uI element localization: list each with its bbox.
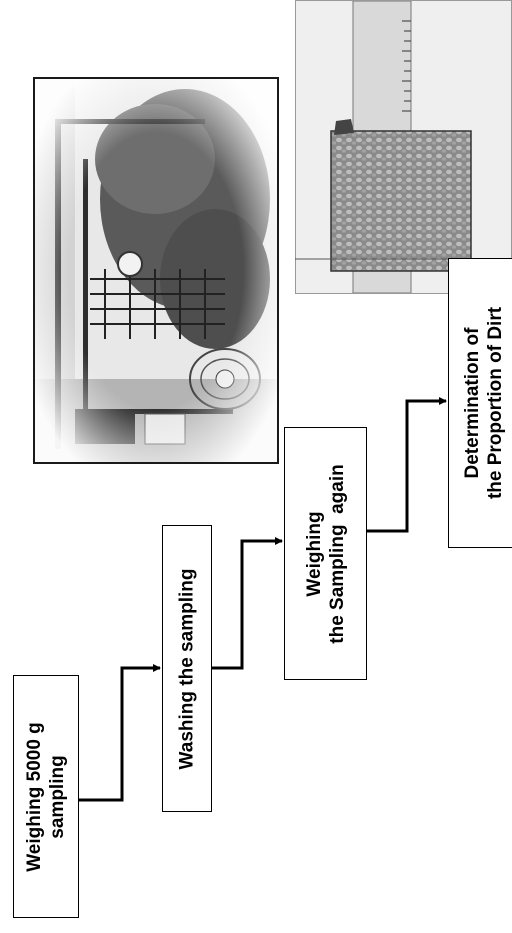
step-box-weighing-again: Weighing the Sampling again xyxy=(284,427,367,680)
washing-apparatus-illustration xyxy=(35,79,277,462)
sample-cube-with-ruler-photo xyxy=(295,0,512,294)
washing-apparatus-photo xyxy=(33,77,279,464)
sample-cube-illustration xyxy=(296,0,511,294)
step-box-washing: Washing the sampling xyxy=(162,525,212,812)
step-box-weighing-5000g: Weighing 5000 g sampling xyxy=(13,675,79,918)
arrow-step2-to-step3 xyxy=(212,537,283,670)
arrow-step3-to-step4 xyxy=(367,397,447,533)
arrow-step1-to-step2 xyxy=(79,664,161,802)
step-box-determination-dirt: Determination of the Proportion of Dirt xyxy=(448,258,512,548)
